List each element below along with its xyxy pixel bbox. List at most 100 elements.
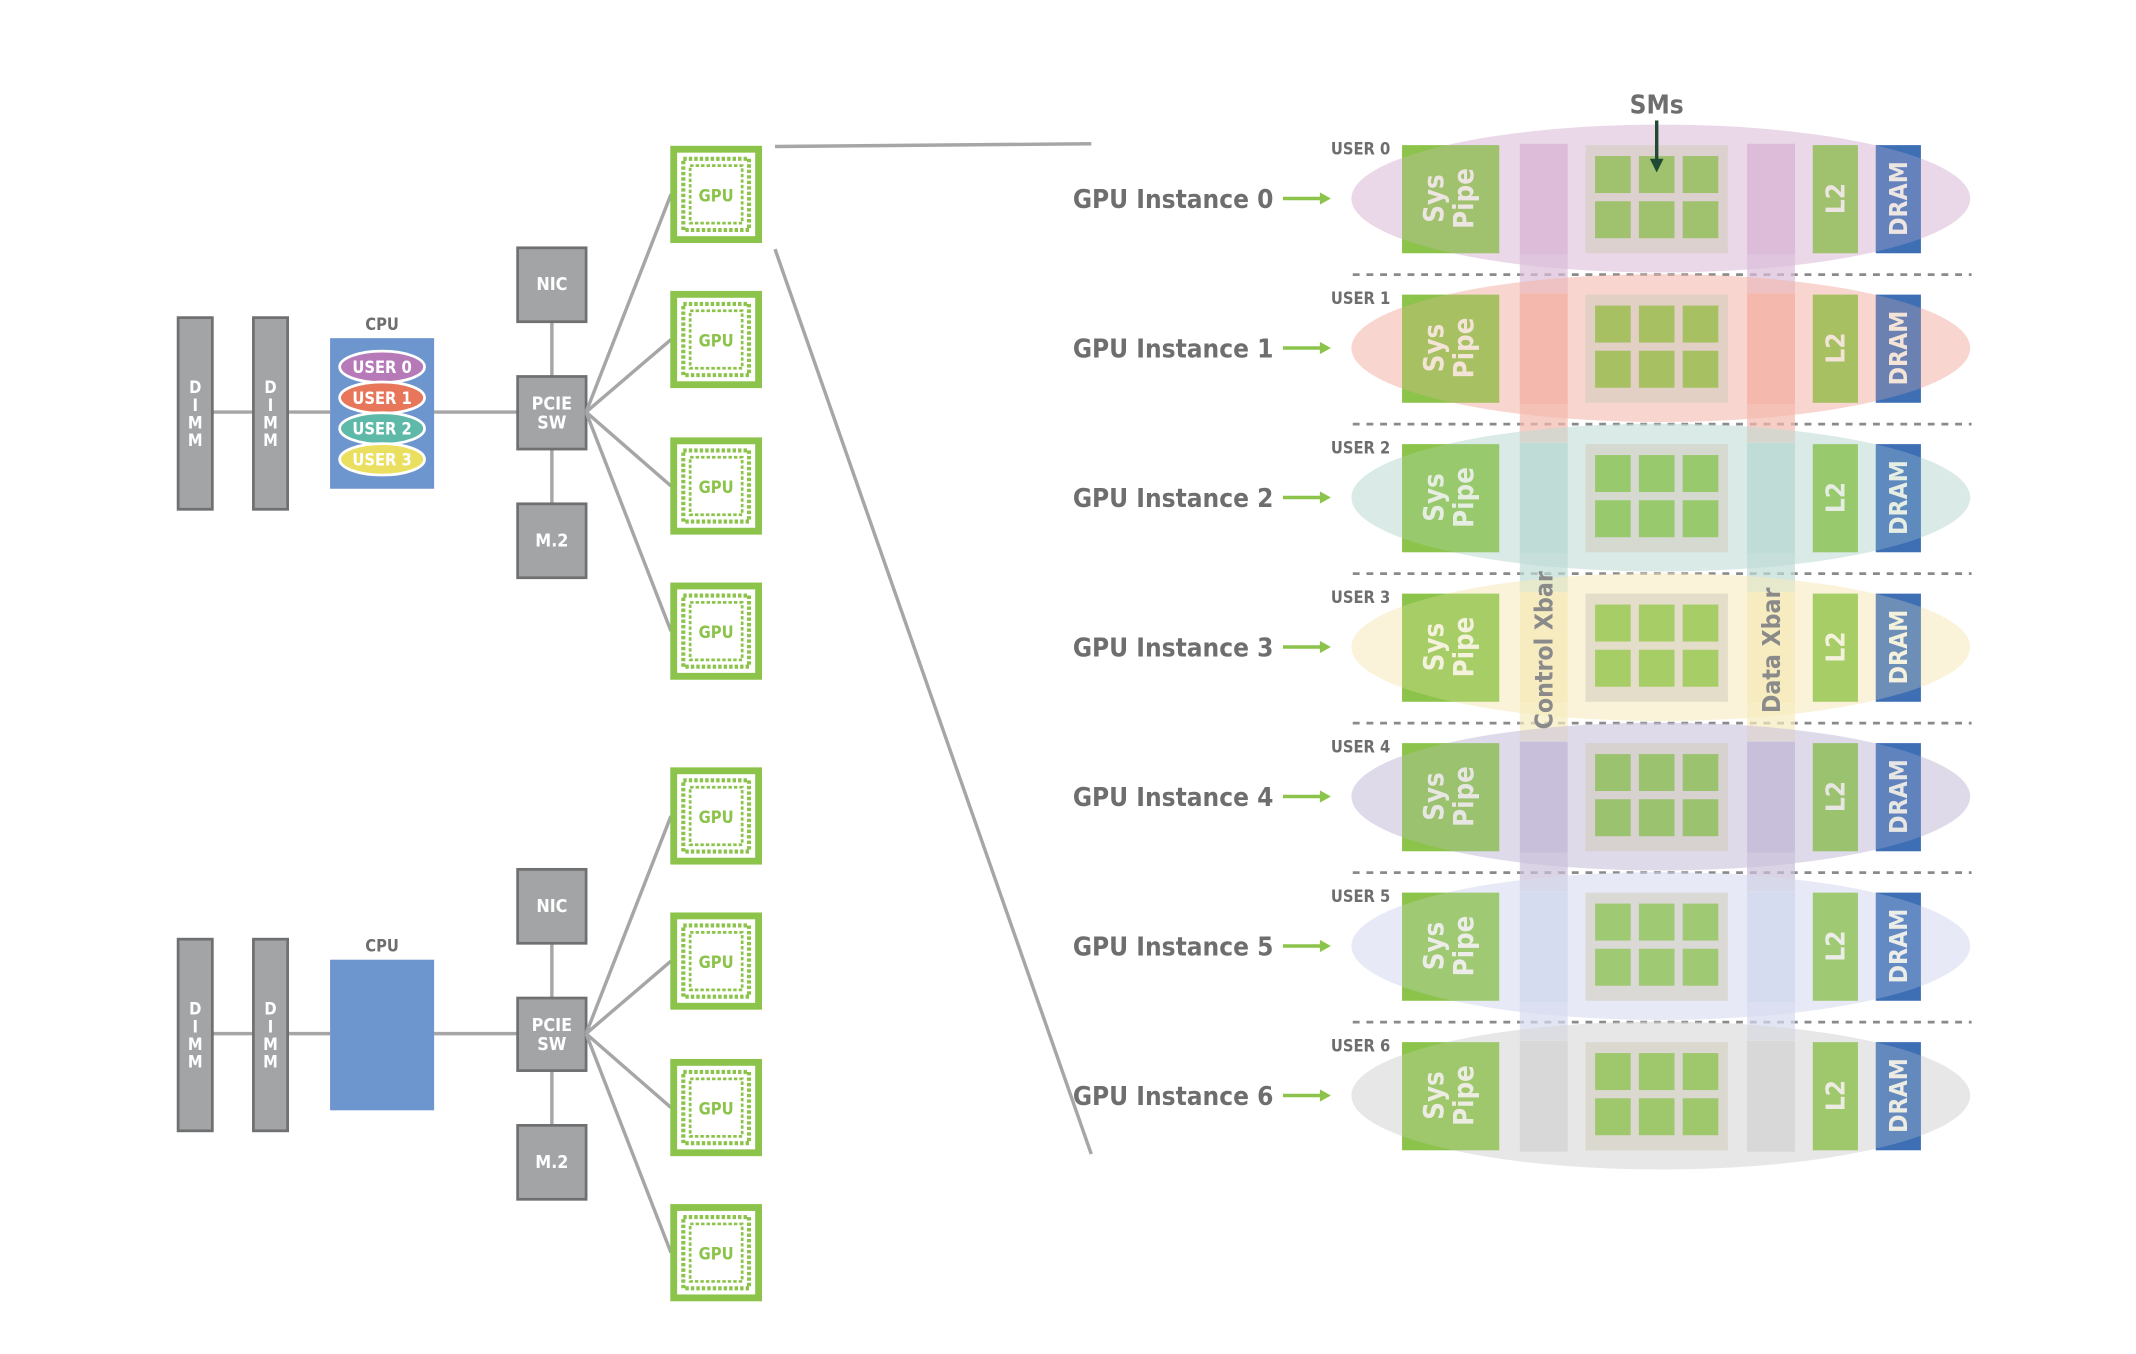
m2-box: [516, 1123, 588, 1201]
pcie-switch-box: [516, 996, 588, 1072]
gpu-label: GPU: [699, 478, 734, 497]
gpu-label: GPU: [699, 623, 734, 642]
instance-arrowhead-icon: [1319, 939, 1331, 953]
l2-block: [1812, 145, 1858, 254]
control-xbar-segment: [1519, 254, 1568, 293]
instance-arrowhead-icon: [1319, 192, 1331, 205]
control-xbar-segment: [1519, 143, 1568, 255]
pcie-gpu-link: [584, 1033, 673, 1254]
cpu-user-label: USER 1: [352, 389, 411, 408]
gpu-label-bg: [695, 183, 737, 206]
instance-ellipse-overlay: [1351, 124, 1971, 273]
gpu-chip: GPU: [670, 145, 763, 244]
sm-block: [1595, 1053, 1631, 1091]
gpu-label: GPU: [699, 1245, 734, 1264]
gpu-instance-label: GPU Instance 1: [1073, 335, 1274, 365]
data-xbar-segment: [1747, 254, 1795, 293]
data-xbar-segment: [1747, 1002, 1795, 1041]
l2-block: [1812, 1042, 1858, 1151]
sys-pipe-block: [1402, 294, 1500, 403]
sys-pipe-label: Sys: [1419, 473, 1450, 521]
dimm-module: DIMM: [252, 937, 290, 1133]
data-xbar-segment: [1747, 703, 1795, 742]
dram-block: [1875, 892, 1921, 1001]
user-label: USER 0: [1331, 140, 1390, 159]
sm-block: [1682, 156, 1719, 194]
gpu-instance-label: GPU Instance 6: [1073, 1082, 1274, 1112]
l2-label: L2: [1821, 1080, 1851, 1111]
control-xbar-segment: [1519, 293, 1568, 405]
data-xbar-segment: [1747, 442, 1795, 554]
sm-block: [1682, 201, 1719, 239]
sys-pipe-label: Pipe: [1449, 766, 1480, 827]
sm-block: [1595, 305, 1631, 343]
sm-block: [1595, 649, 1631, 687]
dimm-label: DIMM: [261, 1000, 280, 1071]
pcie-gpu-link: [584, 338, 673, 414]
l2-block: [1812, 593, 1858, 702]
dram-label: DRAM: [1884, 161, 1913, 236]
cpu-user-label: USER 2: [352, 420, 411, 439]
sys-pipe-label: Pipe: [1449, 617, 1480, 678]
dram-block: [1875, 593, 1921, 702]
sys-pipe-label: Sys: [1419, 623, 1450, 671]
instance-ellipse-overlay: [1351, 423, 1971, 572]
user-label: USER 4: [1331, 738, 1390, 757]
sm-block: [1682, 1053, 1719, 1091]
dimm-module: DIMM: [176, 937, 214, 1133]
sm-block: [1682, 754, 1719, 792]
m2-box: [516, 502, 588, 580]
gpu-chip: GPU: [670, 912, 763, 1010]
pcie-gpu-link: [584, 411, 673, 632]
dimm-label: DIMM: [186, 1000, 205, 1071]
sys-pipe-label: Pipe: [1449, 168, 1480, 229]
sys-pipe-label: Sys: [1419, 174, 1450, 222]
m2-label: M.2: [535, 530, 568, 551]
nic-box: [516, 867, 588, 945]
l2-label: L2: [1821, 332, 1851, 363]
data-xbar-segment: [1747, 404, 1795, 443]
sys-pipe-label: Sys: [1419, 324, 1450, 372]
gpu-label: GPU: [699, 1099, 734, 1118]
sys-pipe-label: Sys: [1419, 922, 1450, 970]
sys-pipe-block: [1402, 892, 1500, 1001]
instance-arrowhead-icon: [1319, 341, 1331, 355]
dimm-label: DIMM: [261, 378, 280, 449]
sm-block: [1638, 799, 1675, 837]
sys-pipe-label: Sys: [1419, 772, 1450, 820]
dram-block: [1875, 444, 1921, 553]
nic-label: NIC: [536, 274, 567, 295]
pcie-gpu-link: [584, 193, 673, 413]
gpu-label-bg: [695, 805, 737, 827]
control-xbar-segment: [1519, 703, 1568, 742]
data-xbar-segment: [1747, 592, 1795, 704]
dram-block: [1875, 294, 1921, 403]
gpu-pin-grid: [681, 593, 752, 669]
gpu-label-bg: [695, 1096, 737, 1119]
l2-label: L2: [1821, 183, 1851, 214]
gpu-instance-label: GPU Instance 5: [1073, 933, 1274, 963]
gpu-label: GPU: [699, 953, 734, 972]
gpu-instance-label: GPU Instance 0: [1073, 185, 1274, 215]
sm-block: [1682, 799, 1719, 837]
sm-block: [1682, 350, 1719, 388]
sm-block: [1595, 903, 1631, 941]
sm-block: [1638, 350, 1675, 388]
control-xbar-segment: [1519, 553, 1568, 592]
dimm-body: [252, 316, 290, 511]
sm-block: [1682, 903, 1719, 941]
instance-arrowhead-icon: [1319, 491, 1331, 504]
gpu-pin-grid: [681, 1069, 752, 1146]
control-xbar-segment: [1519, 1040, 1568, 1152]
gpu-chip: GPU: [670, 767, 763, 865]
dram-block: [1875, 145, 1921, 254]
sm-block: [1595, 948, 1631, 986]
instance-arrowhead-icon: [1319, 640, 1331, 654]
instance-arrowhead-icon: [1319, 1089, 1331, 1102]
